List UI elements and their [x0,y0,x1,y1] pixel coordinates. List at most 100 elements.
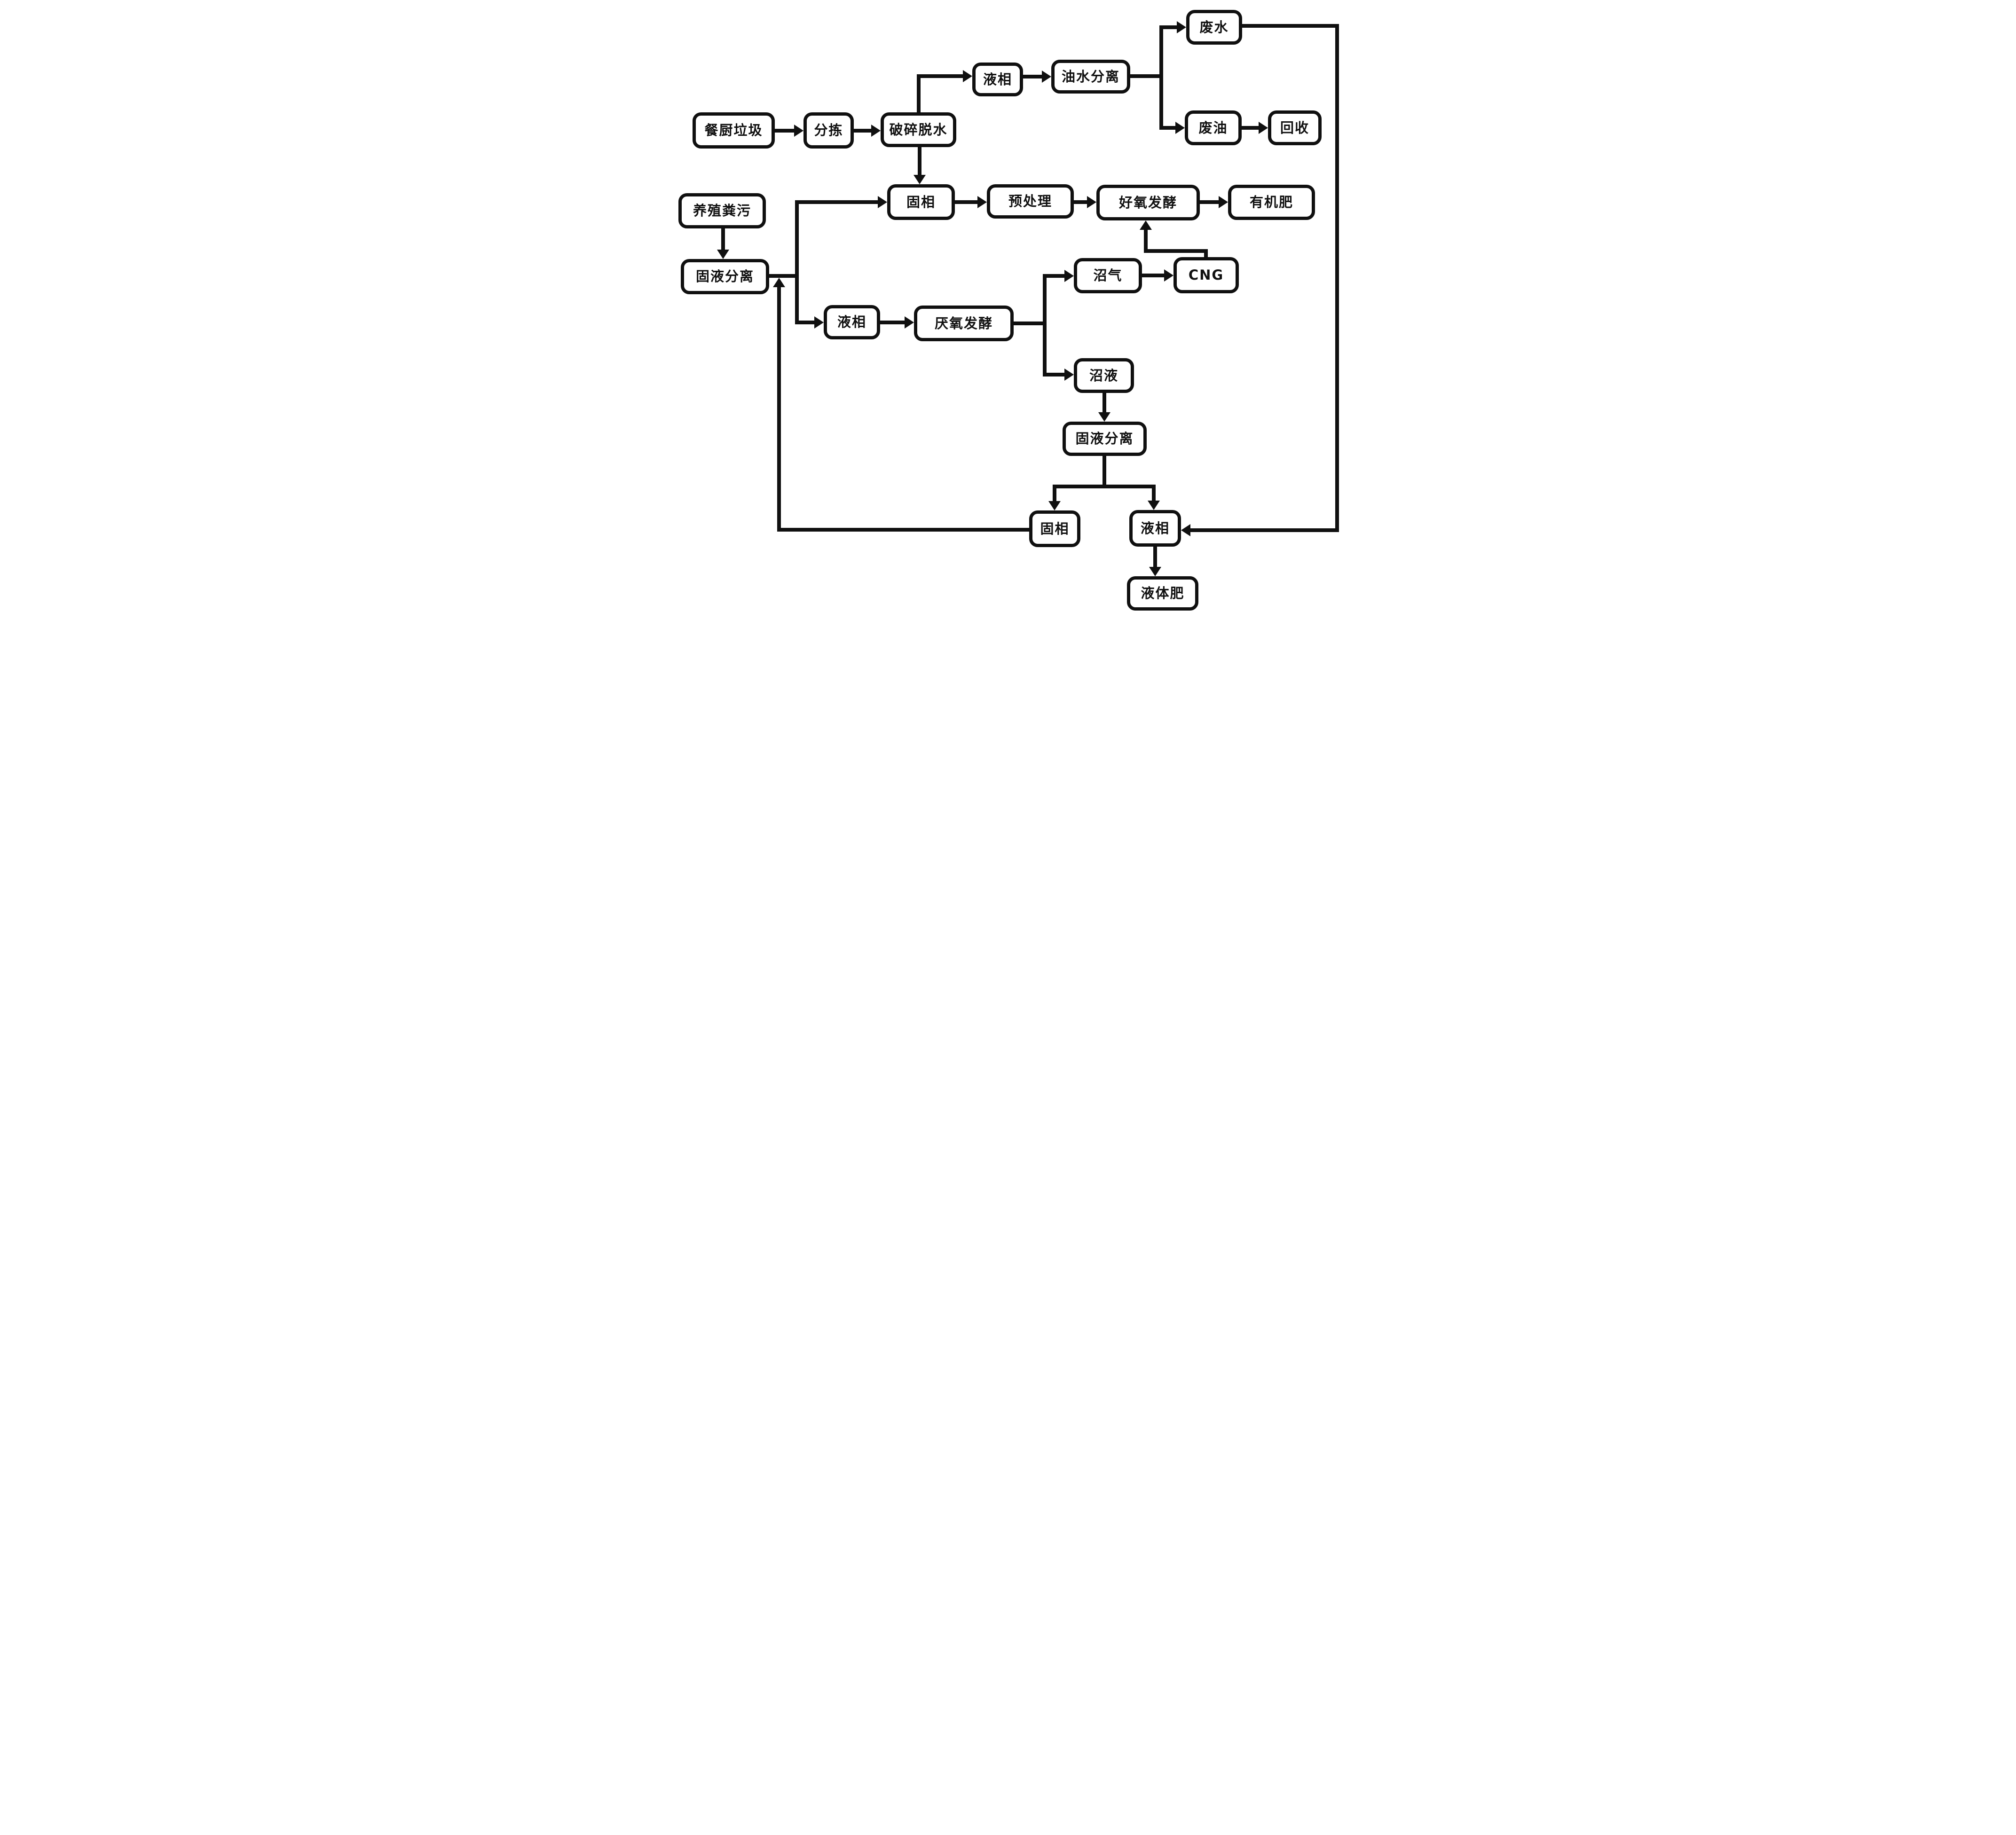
flow-line [917,74,964,78]
node-liquid-phase-top: 液相 [972,63,1023,96]
node-label: 厌氧发酵 [934,315,993,331]
node-label: 回收 [1280,119,1309,136]
node-label: 固液分离 [1075,431,1134,447]
arrowhead [977,196,987,208]
arrowhead [1259,122,1268,134]
arrowhead [773,278,785,287]
node-solid-phase-mid: 固相 [887,184,955,220]
node-crushing-dewatering: 破碎脱水 [881,112,956,147]
arrowhead [914,175,926,184]
node-label: 废水 [1199,19,1229,35]
node-livestock-manure: 养殖粪污 [678,193,766,228]
flow-line [1335,24,1339,532]
flowchart-canvas: 餐厨垃圾 分拣 破碎脱水 液相 油水分离 废水 废油 回收 固相 预处理 好氧发… [672,3,1344,615]
flow-line [1043,274,1047,376]
node-label: 固液分离 [695,268,754,284]
node-organic-fertilizer: 有机肥 [1228,185,1315,220]
node-label: 液相 [837,314,866,330]
node-aerobic-fermentation: 好氧发酵 [1096,185,1200,220]
flow-line [795,321,815,324]
flow-line [1152,485,1156,502]
node-kitchen-waste: 餐厨垃圾 [693,112,775,149]
flow-line [777,528,1029,532]
node-solid-liquid-separation-2: 固液分离 [1063,422,1147,456]
flow-line [1204,249,1208,259]
flow-line [1053,485,1056,503]
node-oil-water-separation: 油水分离 [1051,60,1130,94]
flow-line [1074,200,1088,204]
arrowhead [1175,122,1185,134]
node-anaerobic-fermentation: 厌氧发酵 [914,306,1014,341]
node-waste-water: 废水 [1186,10,1242,45]
flow-line [1130,74,1163,78]
node-label: 预处理 [1008,193,1052,209]
node-label: 液相 [983,71,1012,87]
flow-line [1242,126,1260,130]
flow-line [1189,528,1337,532]
flow-line [918,145,921,177]
flow-line [1159,25,1163,130]
flow-line [1014,322,1047,325]
node-label: 固相 [906,194,936,210]
node-liquid-phase-bottom: 液相 [1129,510,1181,547]
node-cng: CNG [1173,257,1239,293]
node-liquid-fertilizer: 液体肥 [1127,576,1198,611]
flow-line [917,74,921,114]
arrowhead [1177,21,1186,33]
flow-line [1102,456,1106,488]
node-recycling: 回收 [1268,110,1322,145]
node-label: 固相 [1040,520,1070,537]
flow-line [777,285,781,530]
node-label: 液相 [1140,520,1170,536]
node-label: 沼气 [1093,267,1123,283]
arrowhead [1048,501,1061,510]
flow-line [795,200,799,324]
flow-line [1053,485,1156,488]
node-biogas-slurry: 沼液 [1074,358,1134,393]
node-label: 沼液 [1089,367,1118,384]
flow-line [1161,126,1176,130]
node-label: CNG [1188,267,1224,283]
arrowhead [1064,369,1074,381]
arrowhead [1149,567,1161,576]
flow-line [769,274,799,278]
arrowhead [963,70,972,82]
flow-line [1161,25,1178,29]
flow-line [1144,229,1148,251]
arrowhead [1042,71,1051,83]
arrowhead [1140,220,1152,230]
arrowhead [871,125,881,137]
flow-line [1023,75,1043,78]
flow-line [1242,24,1339,28]
flow-line [880,321,906,324]
flow-line [1142,274,1165,277]
node-solid-phase-bottom: 固相 [1029,510,1080,547]
arrowhead [905,316,914,329]
arrowhead [1087,196,1096,208]
flow-line [1043,373,1065,376]
arrowhead [878,196,887,208]
node-biogas: 沼气 [1074,258,1142,293]
arrowhead [1164,269,1173,282]
arrowhead [794,125,803,137]
flow-line [721,227,725,251]
node-label: 餐厨垃圾 [704,122,763,138]
node-pretreatment: 预处理 [987,184,1074,219]
node-label: 有机肥 [1249,194,1293,210]
flow-line [854,129,873,133]
flow-line [1153,547,1157,569]
node-waste-oil: 废油 [1185,110,1242,145]
flow-line [795,200,879,204]
arrowhead [1098,412,1110,422]
flow-line [1144,249,1208,253]
node-solid-liquid-separation-1: 固液分离 [681,259,769,294]
flow-line [1102,391,1106,414]
flow-line [1200,200,1220,204]
flowchart-stage: 餐厨垃圾 分拣 破碎脱水 液相 油水分离 废水 废油 回收 固相 预处理 好氧发… [0,0,2016,618]
arrowhead [1219,196,1228,208]
node-liquid-phase-mid: 液相 [824,305,880,339]
node-label: 液体肥 [1141,585,1185,601]
flow-line [775,129,796,133]
node-label: 分拣 [814,122,843,138]
node-label: 油水分离 [1061,68,1120,85]
